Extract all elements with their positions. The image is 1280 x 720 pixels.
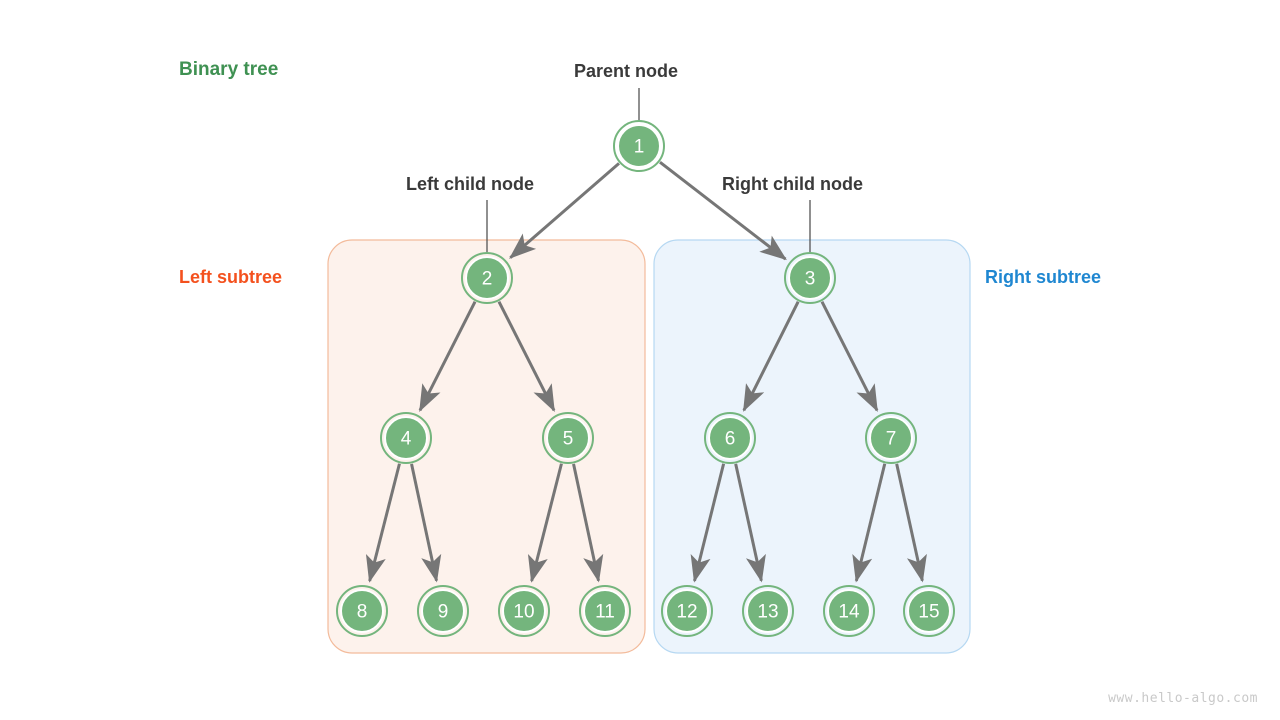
node-value-label: 4 — [401, 429, 412, 450]
tree-node-15[interactable]: 15 — [903, 585, 955, 637]
node-outer-ring — [865, 412, 917, 464]
node-value-label: 1 — [634, 137, 645, 158]
node-outer-ring — [784, 252, 836, 304]
node-circle — [546, 416, 590, 460]
right-subtree-label: Right subtree — [985, 267, 1102, 287]
tree-edge-n5-to-n11 — [572, 463, 604, 583]
tree-node-8[interactable]: 8 — [336, 585, 388, 637]
node-value-label: 5 — [563, 429, 574, 450]
node-circle — [907, 589, 951, 633]
tree-edges — [365, 161, 927, 583]
node-circle — [502, 589, 546, 633]
node-circle — [340, 589, 384, 633]
node-circle — [617, 124, 661, 168]
node-value-label: 2 — [482, 269, 493, 290]
tree-edge-n6-to-n13 — [734, 463, 766, 583]
node-outer-ring — [742, 585, 794, 637]
tree-edge-n4-to-n9 — [410, 463, 442, 583]
tree-edge-n3-to-n7 — [820, 300, 879, 412]
diagram-title: Binary tree — [179, 59, 279, 80]
tree-edge-n7-to-n14 — [852, 463, 887, 583]
node-circle — [869, 416, 913, 460]
parent-node-label: Parent node — [574, 61, 679, 81]
tree-node-3[interactable]: 3 — [784, 252, 836, 304]
right-child-node-label: Right child node — [722, 174, 863, 194]
node-circle — [788, 256, 832, 300]
node-outer-ring — [823, 585, 875, 637]
tree-edge-n3-to-n6 — [742, 301, 800, 412]
tree-edge-n1-to-n2 — [509, 162, 620, 259]
left-child-node-label: Left child node — [406, 174, 534, 194]
tree-edge-n4-to-n8 — [365, 463, 401, 583]
node-outer-ring — [336, 585, 388, 637]
node-outer-ring — [542, 412, 594, 464]
node-value-label: 8 — [357, 602, 368, 623]
node-value-label: 14 — [838, 602, 860, 623]
node-outer-ring — [498, 585, 550, 637]
right-subtree-box — [653, 239, 971, 654]
node-circle — [465, 256, 509, 300]
tree-node-12[interactable]: 12 — [661, 585, 713, 637]
node-circle — [421, 589, 465, 633]
node-outer-ring — [613, 120, 665, 172]
left-subtree-label: Left subtree — [179, 267, 283, 287]
node-value-label: 11 — [595, 602, 615, 623]
node-outer-ring — [903, 585, 955, 637]
node-outer-ring — [380, 412, 432, 464]
tree-node-9[interactable]: 9 — [417, 585, 469, 637]
node-value-label: 12 — [676, 602, 697, 623]
node-circle — [665, 589, 709, 633]
tree-edge-n2-to-n4 — [418, 300, 477, 412]
node-value-label: 7 — [886, 429, 897, 450]
node-circle — [827, 589, 871, 633]
tree-node-2[interactable]: 2 — [461, 252, 513, 304]
node-value-label: 10 — [513, 602, 534, 623]
tree-node-10[interactable]: 10 — [498, 585, 550, 637]
node-value-label: 13 — [757, 602, 778, 623]
node-outer-ring — [704, 412, 756, 464]
tree-node-7[interactable]: 7 — [865, 412, 917, 464]
tree-edge-n2-to-n5 — [497, 300, 556, 412]
tree-node-13[interactable]: 13 — [742, 585, 794, 637]
tree-node-11[interactable]: 11 — [579, 585, 631, 637]
tree-edge-n1-to-n3 — [659, 161, 787, 261]
tree-node-6[interactable]: 6 — [704, 412, 756, 464]
node-value-label: 15 — [918, 602, 939, 623]
node-value-label: 3 — [805, 269, 816, 290]
tree-node-5[interactable]: 5 — [542, 412, 594, 464]
node-circle — [384, 416, 428, 460]
node-outer-ring — [417, 585, 469, 637]
node-outer-ring — [661, 585, 713, 637]
tree-edge-n5-to-n10 — [527, 463, 563, 583]
tree-edge-n7-to-n15 — [895, 463, 927, 583]
node-circle — [746, 589, 790, 633]
node-circle — [583, 589, 627, 633]
watermark: www.hello-algo.com — [1108, 691, 1258, 706]
tree-node-14[interactable]: 14 — [823, 585, 875, 637]
tree-edge-n6-to-n12 — [690, 463, 726, 583]
node-circle — [708, 416, 752, 460]
node-value-label: 6 — [725, 429, 736, 450]
tree-node-1[interactable]: 1 — [613, 120, 665, 172]
tree-node-4[interactable]: 4 — [380, 412, 432, 464]
node-value-label: 9 — [438, 602, 449, 623]
node-outer-ring — [579, 585, 631, 637]
node-outer-ring — [461, 252, 513, 304]
